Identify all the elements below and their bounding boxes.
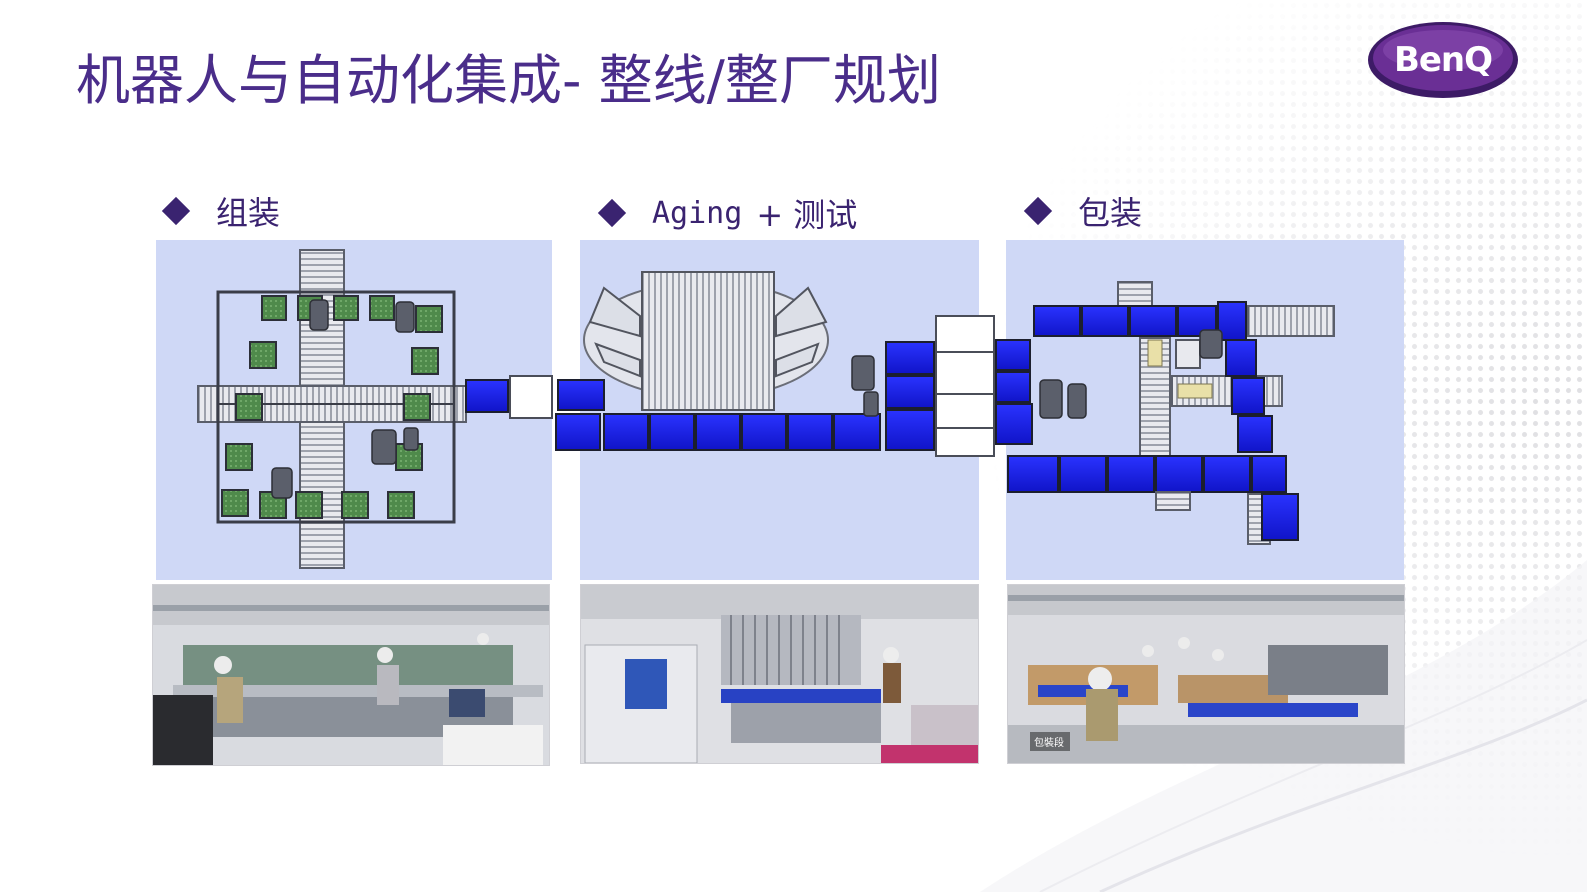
- section-label-text: 组装: [216, 194, 281, 232]
- aging-test-photo: [581, 585, 978, 763]
- assembly-line-photo: [153, 585, 549, 765]
- blue-transfer-conveyor: [465, 375, 605, 451]
- aging-blue-conveyor: [603, 413, 881, 451]
- assembly-cell: [197, 249, 467, 569]
- section-label-assembly: 组装: [161, 188, 281, 234]
- photo-caption: 包裝段: [1030, 732, 1070, 751]
- aging-rack-unit: [583, 271, 829, 411]
- packing-cell: [1007, 281, 1335, 545]
- logo-wordmark: BenQ: [1393, 40, 1493, 80]
- section-label-aging: Aging: [652, 195, 743, 231]
- packing-line-photo: 包裝段: [1008, 585, 1404, 763]
- page-title: 机器人与自动化集成- 整线/整厂规划: [76, 49, 941, 112]
- section-label-test: + 测试: [756, 196, 858, 234]
- section-label-aging-test: Aging + 测试: [597, 190, 858, 236]
- section-label-packing: 包装: [1023, 188, 1143, 234]
- benq-logo: BenQ: [1366, 20, 1520, 100]
- test-station: [851, 315, 1033, 457]
- section-label-text: 包装: [1078, 194, 1143, 232]
